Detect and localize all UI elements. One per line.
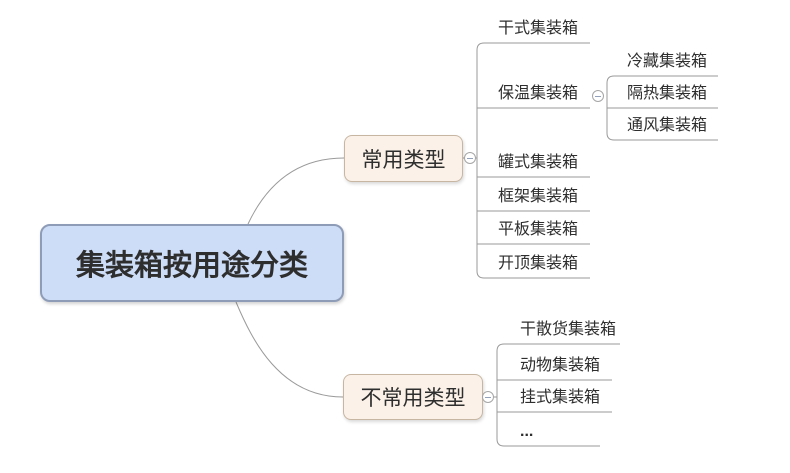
topic-refrigerated-container[interactable]: 冷藏集装箱 <box>627 53 708 70</box>
topic-dry-bulk-container[interactable]: 干散货集装箱 <box>520 321 617 338</box>
topic-animal-container[interactable]: 动物集装箱 <box>520 357 601 374</box>
minus-icon <box>485 396 491 398</box>
bracket-uncommon <box>496 343 620 447</box>
topic-flat-rack-container[interactable]: 平板集装箱 <box>498 221 579 238</box>
topic-hanging-container[interactable]: 挂式集装箱 <box>520 389 601 406</box>
collapse-icon-insulated[interactable] <box>592 90 604 102</box>
collapse-icon-uncommon[interactable] <box>482 391 494 403</box>
topic-tank-container[interactable]: 罐式集装箱 <box>498 154 579 171</box>
collapse-icon-common[interactable] <box>464 152 476 164</box>
topic-frame-container[interactable]: 框架集装箱 <box>498 188 579 205</box>
bracket-common <box>476 42 590 279</box>
topic-ventilated-container[interactable]: 通风集装箱 <box>627 117 708 134</box>
branch-common-types[interactable]: 常用类型 <box>344 135 463 182</box>
topic-heat-insulated-container[interactable]: 隔热集装箱 <box>627 85 708 102</box>
minus-icon <box>467 157 473 159</box>
topic-insulated-container[interactable]: 保温集装箱 <box>498 85 579 102</box>
topic-ellipsis[interactable]: ... <box>520 423 534 440</box>
curve-root-to-common <box>247 157 345 225</box>
curve-root-to-uncommon <box>235 301 344 398</box>
branch-uncommon-types[interactable]: 不常用类型 <box>343 374 483 420</box>
root-topic[interactable]: 集装箱按用途分类 <box>40 224 344 302</box>
topic-open-top-container[interactable]: 开顶集装箱 <box>498 255 579 272</box>
minus-icon <box>595 95 601 97</box>
topic-dry-container[interactable]: 干式集装箱 <box>498 20 579 37</box>
